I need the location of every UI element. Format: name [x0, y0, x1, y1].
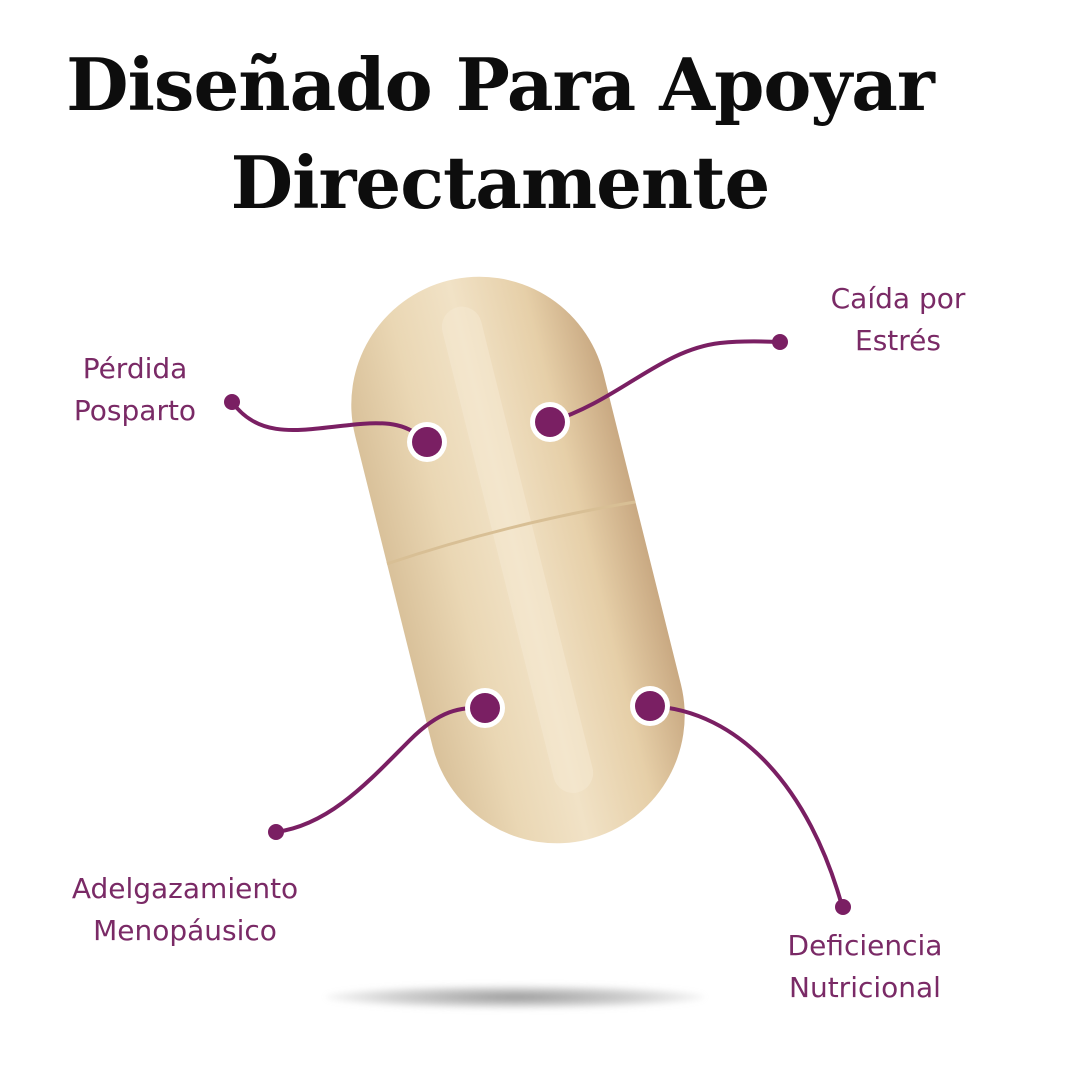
callout-estres-line2: Estrés — [855, 324, 941, 357]
callout-nutricional-line2: Nutricional — [789, 971, 941, 1004]
endpoint-menopausico-dot — [268, 824, 284, 840]
callout-menopausico-line1: Adelgazamiento — [71, 872, 299, 905]
headline-line-1: Diseñado Para Apoyar — [66, 42, 935, 127]
callout-estres-line1: Caída por — [830, 282, 966, 315]
connector-estres — [548, 339, 782, 424]
callout-menopausico-line2: Menopáusico — [93, 914, 277, 947]
connector-nutricional — [648, 704, 844, 908]
capsule — [351, 276, 685, 844]
headline-line-2: Directamente — [230, 140, 771, 225]
callout-estres: Caída por Estrés — [808, 278, 988, 362]
endpoint-posparto-dot — [224, 394, 240, 410]
connector-menopausico — [274, 705, 486, 834]
callout-nutricional-line1: Deficiencia — [787, 929, 943, 962]
callout-nutricional: Deficiencia Nutricional — [760, 925, 970, 1009]
callout-menopausico: Adelgazamiento Menopáusico — [40, 868, 330, 952]
callout-posparto-line2: Posparto — [73, 394, 197, 427]
callout-posparto-line1: Pérdida — [82, 352, 188, 385]
endpoint-nutricional-dot — [835, 899, 851, 915]
callout-posparto: Pérdida Posparto — [55, 348, 215, 432]
connector-posparto — [230, 400, 428, 444]
endpoint-estres-dot — [772, 334, 788, 350]
capsule-shadow — [325, 985, 705, 1009]
